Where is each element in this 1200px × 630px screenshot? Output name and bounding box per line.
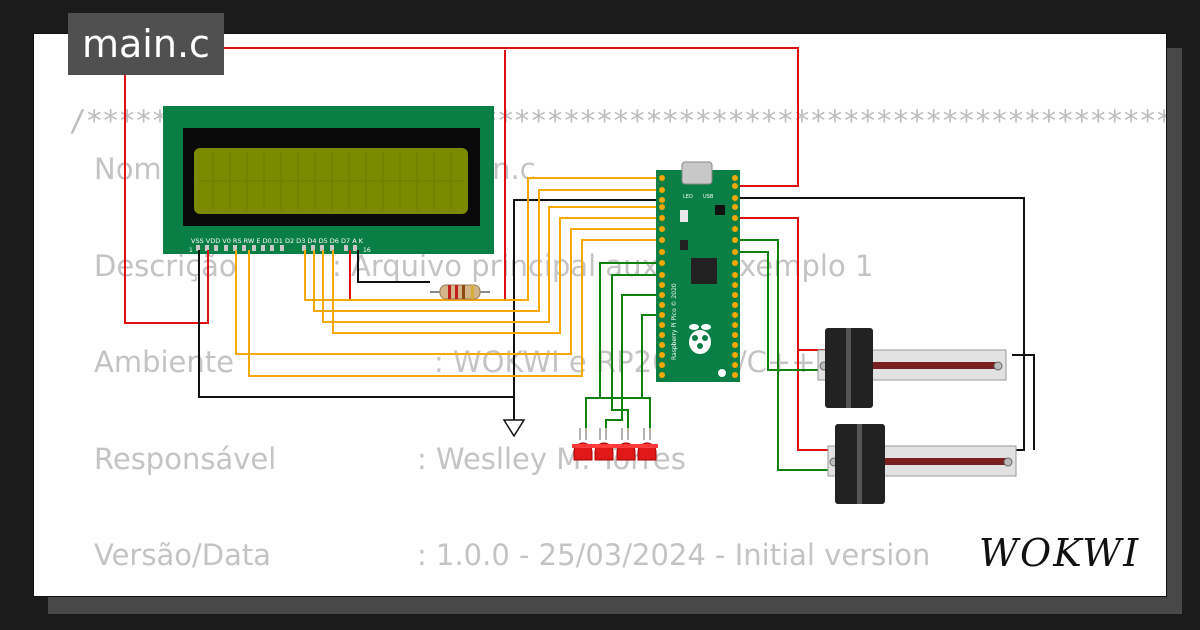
- wire-green-led3: [611, 274, 662, 428]
- slide-pot-2[interactable]: [827, 424, 1017, 504]
- raspberry-logo-icon: [689, 324, 711, 354]
- red-led-1[interactable]: [572, 428, 594, 461]
- wokwi-logo[interactable]: WOKWI: [975, 528, 1147, 578]
- code-label-versao: Versão/Data: [94, 538, 271, 572]
- usb-label: USB: [703, 194, 714, 200]
- pico-left-pins: [659, 175, 665, 378]
- wokwi-logo-text: WOKWI: [979, 531, 1140, 575]
- resistor-band-1: [448, 285, 451, 299]
- resistor-band-2: [455, 285, 458, 299]
- slide-pot-1-screw-icon: [993, 361, 1003, 371]
- wire-black-pot-link: [1012, 354, 1035, 450]
- code-label-ambiente: Ambiente: [94, 345, 234, 379]
- wire-black-pot: [738, 197, 1025, 451]
- lcd-pin-first: 1: [189, 247, 193, 254]
- pico-board-label: Raspberry Pi Pico © 2020: [671, 283, 678, 360]
- wire-red-top: [125, 47, 799, 187]
- wire-red-pot2: [738, 217, 830, 451]
- red-led-4[interactable]: [636, 428, 658, 461]
- lcd-pin-labels: VSS VDD V0 RS RW E D0 D1 D2 D3 D4 D5 D6 …: [191, 237, 364, 245]
- wire-red-vdd: [124, 48, 209, 324]
- bootsel-button[interactable]: [680, 210, 688, 222]
- slide-pot-2-track: [882, 458, 1006, 465]
- ground-symbol: [502, 419, 526, 438]
- lcd-character-grid: [198, 152, 464, 210]
- wire-orange-d7: [332, 217, 662, 334]
- pico-mount-hole: [718, 369, 726, 377]
- red-led-2[interactable]: [593, 428, 615, 461]
- red-led-3[interactable]: [615, 428, 637, 461]
- filename-tab[interactable]: main.c: [68, 13, 224, 75]
- wires: [124, 47, 1035, 471]
- wire-orange-e: [248, 239, 662, 377]
- code-label-descricao: Descrição: [94, 249, 237, 283]
- wire-orange-d4: [304, 177, 662, 301]
- code-label-responsavel: Responsável: [94, 442, 277, 476]
- wire-orange-rs: [235, 228, 662, 355]
- lcd-pin-header: [196, 245, 357, 251]
- slide-pot-1-knob-line: [846, 328, 851, 408]
- resistor-band-3: [462, 285, 465, 299]
- wire-green-led2: [605, 294, 662, 428]
- raspberry-pi-pico[interactable]: USB LED Raspberry Pi Pico © 2020: [656, 161, 740, 382]
- lcd-1602[interactable]: VSS VDD V0 RS RW E D0 D1 D2 D3 D4 D5 D6 …: [163, 106, 494, 254]
- rp2040-chip: [691, 258, 717, 284]
- wire-black-k: [357, 250, 430, 283]
- usb-connector: [681, 161, 713, 185]
- wire-green-led4: [599, 262, 662, 428]
- resistor[interactable]: [430, 284, 490, 300]
- pico-right-pins: [732, 175, 738, 378]
- lcd-pin-last: 16: [363, 247, 371, 254]
- slide-pot-1[interactable]: [817, 328, 1007, 408]
- slide-pot-2-screw-icon: [1003, 457, 1013, 467]
- slide-pot-1-track: [872, 362, 996, 369]
- code-value-versao: : 1.0.0 - 25/03/2024 - Initial version: [417, 538, 931, 572]
- wire-green-pot1: [738, 251, 830, 371]
- wire-orange-d6: [322, 206, 662, 323]
- pico-flash: [680, 240, 688, 250]
- wire-green-led1: [585, 314, 662, 428]
- wire-orange-d5: [313, 189, 662, 312]
- slide-pot-2-knob-line: [857, 424, 862, 504]
- led-label: LED: [683, 194, 693, 200]
- pico-chip-small: [715, 205, 725, 215]
- wire-green-pot2: [738, 239, 830, 471]
- resistor-band-4: [471, 285, 474, 299]
